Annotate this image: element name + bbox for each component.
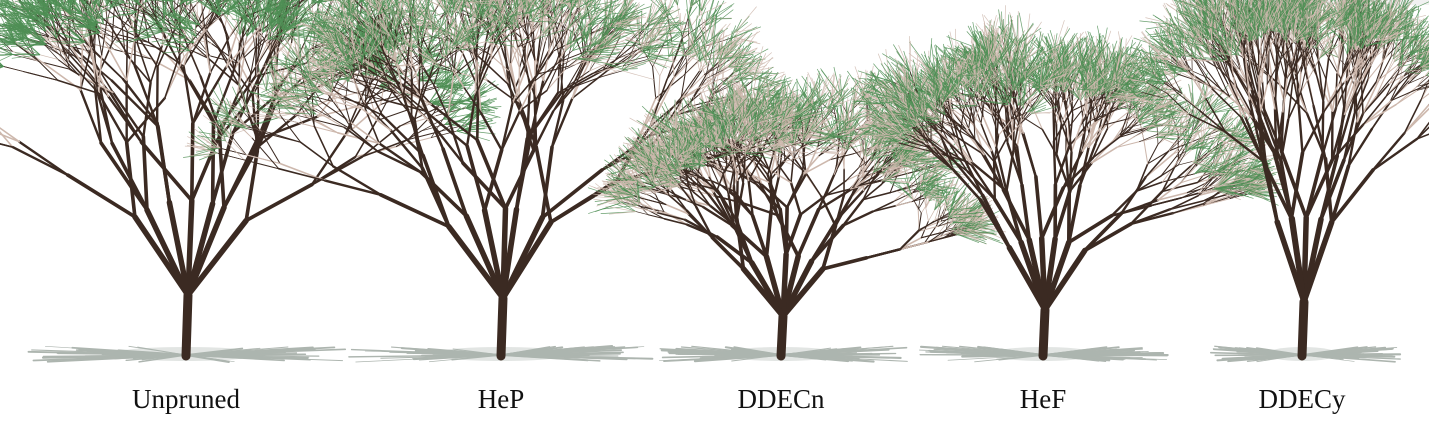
tree-ddecy [1104, 0, 1429, 363]
caption-unpruned: Unpruned [132, 386, 240, 413]
tree-shadow [1210, 345, 1402, 363]
tree-foliage [183, 0, 825, 161]
caption-hef: HeF [1020, 386, 1067, 413]
caption-ddecn: DDECn [738, 386, 825, 413]
tree-foliage [845, 5, 1284, 206]
tree-hep [183, 0, 825, 363]
tree-unpruned [0, 0, 502, 363]
caption-ddecy: DDECy [1259, 386, 1346, 413]
caption-hep: HeP [478, 386, 525, 413]
tree-hef [845, 5, 1284, 363]
tree-shadow [348, 345, 654, 363]
tree-shadow [27, 345, 347, 363]
tree-branches [215, 0, 796, 361]
tree-shadow [919, 345, 1169, 363]
tree-foliage [1104, 0, 1429, 104]
